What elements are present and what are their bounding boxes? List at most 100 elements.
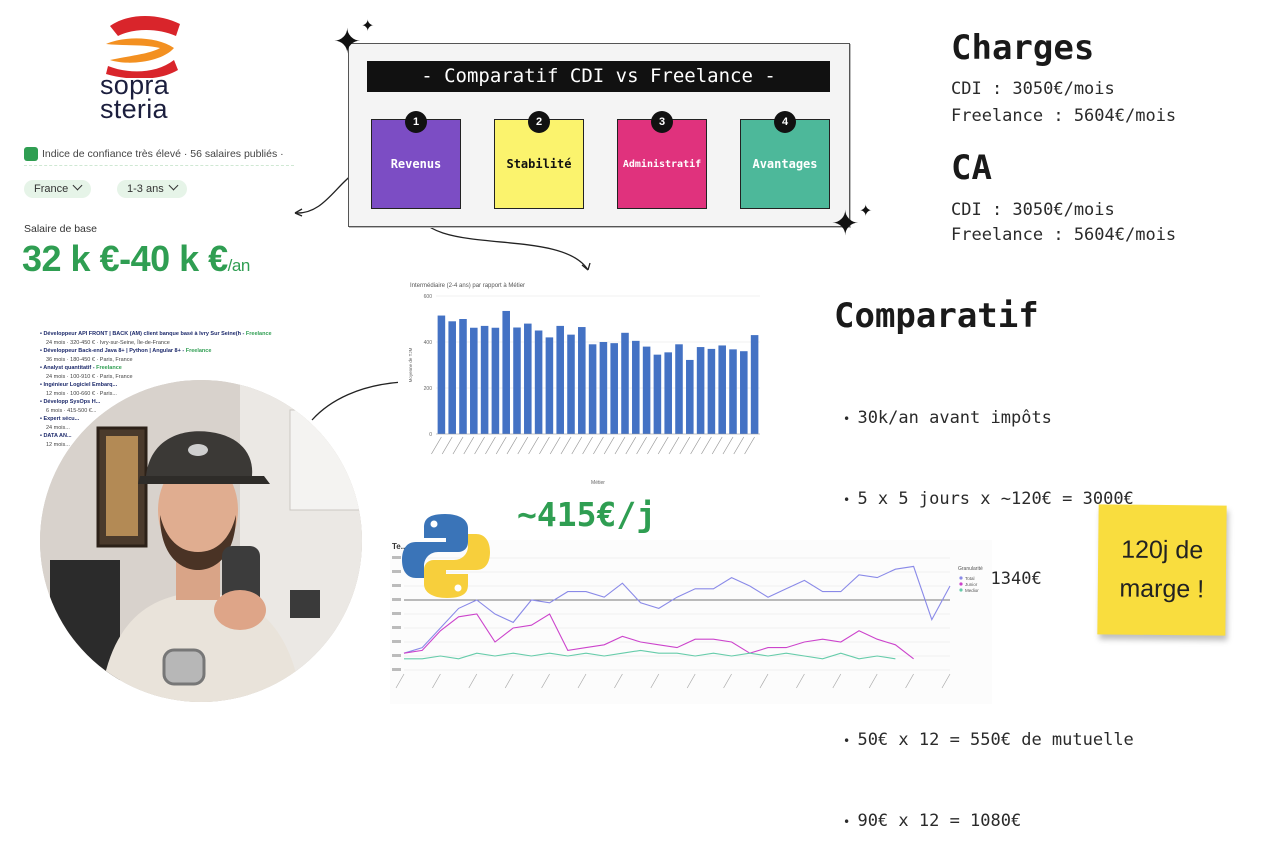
y-tick-label-placeholder: [392, 640, 401, 643]
card-number-badge: 1: [405, 111, 427, 133]
list-item[interactable]: • Analyst quantitatif - Freelance: [40, 364, 300, 373]
x-tick-label-placeholder: [668, 436, 680, 455]
presenter-illustration: [40, 380, 362, 702]
list-item[interactable]: • Développeur Back-end Java 8+ | Python …: [40, 347, 300, 356]
bar: [524, 323, 532, 434]
list-item[interactable]: 36 mois · 180-450 € · Paris, France: [40, 356, 300, 365]
experience-filter-chip[interactable]: 1-3 ans: [117, 180, 187, 198]
job-title: • Développ SysOps H...: [40, 399, 101, 405]
country-filter-chip[interactable]: France: [24, 180, 92, 198]
job-meta: 12 mois...: [46, 441, 70, 448]
card-revenus[interactable]: Revenus: [371, 119, 461, 209]
company-logo-text: sopra steria: [100, 72, 169, 124]
ca-freelance: Freelance : 5604€/mois: [951, 225, 1177, 245]
job-meta: 24 mois...: [46, 424, 70, 431]
card-label: Administratif: [622, 158, 702, 170]
y-tick-label: 400: [424, 340, 433, 346]
x-tick-label-placeholder: [431, 436, 442, 455]
bar: [470, 327, 478, 434]
logo-line-2: steria: [100, 94, 168, 124]
x-tick-label-placeholder: [796, 673, 805, 689]
card-stabilite[interactable]: Stabilité: [494, 119, 584, 209]
list-item[interactable]: • Développeur API FRONT | BACK (AM) clie…: [40, 330, 300, 339]
x-tick-label-placeholder: [582, 436, 593, 455]
x-tick-label-placeholder: [463, 436, 475, 455]
bar: [491, 327, 500, 434]
x-tick-label-placeholder: [560, 436, 572, 455]
x-tick-label-placeholder: [452, 436, 464, 455]
job-title: • Analyst quantitatif -: [40, 365, 97, 371]
legend-entry: Medior: [965, 588, 979, 593]
list-item[interactable]: • Développ SysOps H...: [40, 398, 300, 407]
charges-freelance: Freelance : 5604€/mois: [951, 106, 1177, 126]
x-tick-label-placeholder: [686, 673, 696, 689]
x-tick-label-placeholder: [506, 436, 518, 455]
bar-chart: Intermédiaire (2-4 ans) par rapport à Mé…: [398, 276, 772, 488]
legend-entry: Junior: [965, 582, 978, 587]
y-tick-label-placeholder: [392, 612, 401, 615]
ca-cdi: CDI : 3050€/mois: [951, 200, 1115, 220]
list-item[interactable]: 12 mois · 100-660 € · Paris...: [40, 390, 300, 399]
list-item[interactable]: 24 mois · 100-910 € · Paris, France: [40, 373, 300, 382]
list-item[interactable]: • Expert sécu...: [40, 415, 300, 424]
x-tick-label-placeholder: [485, 436, 496, 455]
list-item[interactable]: 12 mois...: [40, 441, 300, 450]
salary-unit: /an: [227, 256, 251, 275]
bar: [675, 344, 683, 434]
bar: [599, 342, 608, 434]
job-tag: Freelance: [185, 348, 212, 354]
y-tick-label: 600: [424, 294, 433, 300]
bar: [448, 321, 456, 434]
bar: [621, 332, 629, 434]
x-tick-label-placeholder: [723, 673, 732, 689]
x-tick-label-placeholder: [528, 436, 539, 455]
list-item: 30k/an avant impôts: [843, 405, 1134, 433]
list-item[interactable]: 24 mois · 320-450 € · Ivry-sur-Seine, Îl…: [40, 339, 300, 348]
x-tick-label-placeholder: [690, 436, 701, 455]
card-label: Stabilité: [506, 157, 572, 171]
chart-title: Intermédiaire (2-4 ans) par rapport à Mé…: [410, 283, 525, 289]
list-item[interactable]: • DATA AN...: [40, 432, 300, 441]
x-tick-label-placeholder: [593, 436, 604, 455]
card-administratif[interactable]: Administratif: [617, 119, 707, 209]
x-tick-label-placeholder: [759, 673, 769, 689]
list-item[interactable]: 6 mois · 415-500 €...: [40, 407, 300, 416]
x-tick-label-placeholder: [636, 436, 647, 455]
country-filter-label: France: [34, 183, 69, 195]
sticky-line-1: 120j de: [1121, 535, 1204, 565]
job-list: • Développeur API FRONT | BACK (AM) clie…: [40, 330, 300, 449]
card-number-badge: 4: [774, 111, 796, 133]
card-avantages[interactable]: Avantages: [740, 119, 830, 209]
bar: [459, 319, 467, 434]
shield-check-icon: [24, 147, 38, 161]
sticky-line-2: marge !: [1119, 574, 1205, 604]
y-tick-label-placeholder: [392, 556, 401, 559]
charges-cdi: CDI : 3050€/mois: [951, 79, 1115, 99]
bar: [642, 346, 651, 434]
x-tick-label-placeholder: [539, 436, 550, 455]
card-number-badge: 3: [651, 111, 673, 133]
bar: [750, 335, 759, 434]
series-line: [404, 649, 896, 660]
x-tick-label-placeholder: [647, 436, 658, 455]
x-tick-label-placeholder: [711, 436, 723, 455]
x-tick-label-placeholder: [905, 673, 914, 689]
x-tick-label-placeholder: [625, 436, 637, 455]
job-meta: 24 mois · 100-910 € · Paris, France: [46, 373, 133, 380]
x-tick-label-placeholder: [868, 673, 878, 689]
chevron-down-icon: [72, 180, 83, 191]
presenter-photo: [40, 380, 362, 702]
y-tick-label-placeholder: [392, 654, 401, 657]
job-title: • Ingénieur Logiciel Embarq...: [40, 382, 118, 388]
chart-title: Te...: [392, 542, 407, 551]
x-tick-label-placeholder: [744, 436, 755, 455]
bar: [610, 343, 618, 434]
comparatif-frame-title: - Comparatif CDI vs Freelance -: [367, 61, 830, 92]
list-item[interactable]: • Ingénieur Logiciel Embarq...: [40, 381, 300, 390]
x-tick-label-placeholder: [495, 436, 507, 455]
list-item[interactable]: 24 mois...: [40, 424, 300, 433]
y-tick-label: 0: [429, 432, 432, 438]
job-title: • Développeur Back-end Java 8+ | Python …: [40, 348, 186, 354]
legend-marker: [959, 582, 963, 586]
